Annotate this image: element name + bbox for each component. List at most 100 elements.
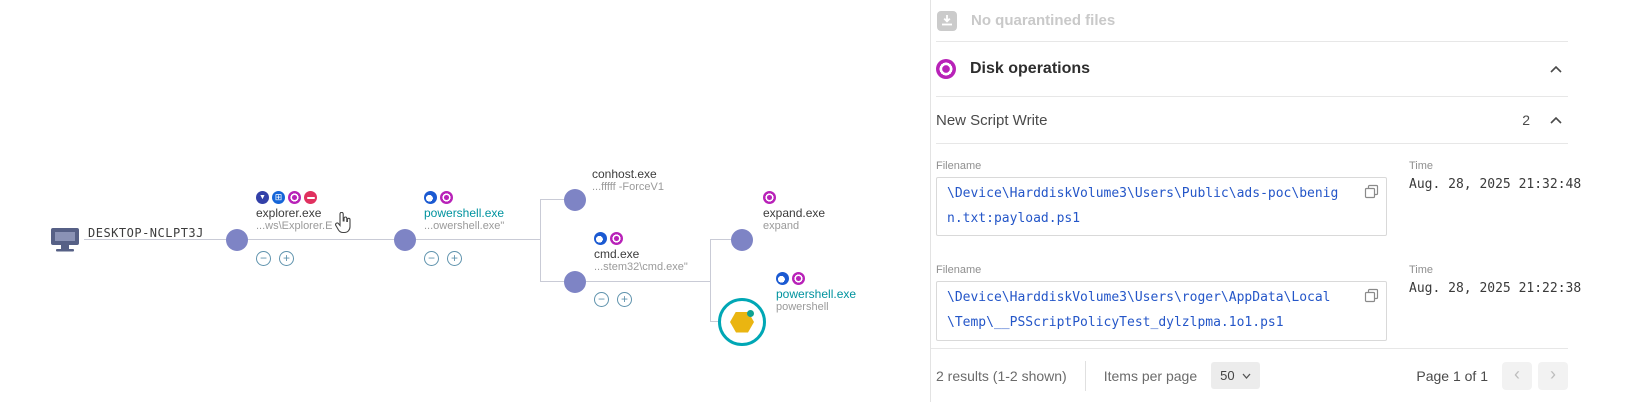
results-info-group: 2 results (1-2 shown) Items per page 50 <box>936 360 1260 391</box>
time-label: Time <box>1409 160 1434 172</box>
powershell-child-badges <box>776 272 805 285</box>
results-count: 2 results (1-2 shown) <box>936 367 1067 384</box>
process-path: ...ws\Explorer.E <box>256 220 333 232</box>
filename-box: \Device\HarddiskVolume3\Users\roger\AppD… <box>936 281 1387 341</box>
copy-button[interactable] <box>1362 286 1381 308</box>
process-node-powershell-parent[interactable] <box>394 229 416 251</box>
disk-operations-badge-icon[interactable] <box>440 191 453 204</box>
time-value: Aug. 28, 2025 21:32:48 <box>1409 177 1582 192</box>
process-path: ...stem32\cmd.exe" <box>594 261 688 273</box>
malop-hexagon-icon <box>730 311 754 333</box>
expand-button[interactable]: + <box>447 251 462 266</box>
page-buttons: ‹ › <box>1502 361 1568 390</box>
copy-button[interactable] <box>1362 182 1381 204</box>
network-badge-icon[interactable] <box>424 191 437 204</box>
process-title: powershell.exe <box>424 206 505 220</box>
chevron-up-icon <box>1550 65 1562 73</box>
process-node-explorer[interactable] <box>226 229 248 251</box>
disk-operations-badge-icon[interactable] <box>610 232 623 245</box>
filename-column: Filename \Device\HarddiskVolume3\Users\r… <box>936 264 1387 341</box>
cursor-pointer <box>335 212 351 234</box>
details-panel: No quarantined files Disk operations New… <box>930 0 1631 402</box>
footer-divider <box>1084 360 1086 391</box>
table-row: Filename \Device\HarddiskVolume3\Users\P… <box>936 160 1581 237</box>
cmd-badges <box>594 232 623 245</box>
quarantine-label: No quarantined files <box>971 12 1116 29</box>
process-node-expand[interactable] <box>731 229 753 251</box>
process-node-conhost[interactable] <box>564 189 586 211</box>
explorer-badges: ▼ ⊞ <box>256 191 317 204</box>
process-tree: DESKTOP-NCLPT3J ▼ ⊞ explorer.exe ...ws\E… <box>48 167 857 346</box>
section-title: New Script Write <box>936 111 1048 129</box>
network-badge-icon[interactable] <box>594 232 607 245</box>
copy-icon <box>1364 184 1379 199</box>
filename-column: Filename \Device\HarddiskVolume3\Users\P… <box>936 160 1387 237</box>
filename-value[interactable]: \Device\HarddiskVolume3\Users\Public\ads… <box>947 186 1339 226</box>
connector-line <box>710 239 731 240</box>
filename-label: Filename <box>936 160 982 172</box>
powershell-badges <box>424 191 453 204</box>
connector-line <box>586 281 710 282</box>
process-title: cmd.exe <box>594 247 640 261</box>
process-title: powershell.exe <box>776 287 857 301</box>
filename-label: Filename <box>936 264 982 277</box>
disk-operations-collapse-button[interactable] <box>1544 62 1568 77</box>
machine-icon[interactable] <box>48 226 82 254</box>
connector-line <box>710 321 719 322</box>
time-column: Time Aug. 28, 2025 21:32:48 <box>1409 160 1581 236</box>
process-title: explorer.exe <box>256 206 322 220</box>
script-write-rows: Filename \Device\HarddiskVolume3\Users\P… <box>936 160 1581 341</box>
process-path: expand <box>763 220 800 232</box>
network-badge-icon[interactable] <box>776 272 789 285</box>
chevron-up-icon <box>1550 116 1562 124</box>
filename-box: \Device\HarddiskVolume3\Users\Public\ads… <box>936 177 1387 237</box>
process-node-powershell-selected[interactable] <box>718 298 766 346</box>
connector-line <box>84 239 226 240</box>
connector-line <box>540 199 564 200</box>
process-title: expand.exe <box>763 206 826 220</box>
connector-line <box>540 199 541 282</box>
quarantine-icon <box>937 10 957 31</box>
process-path: ...owershell.exe" <box>424 220 505 232</box>
collapse-button[interactable]: − <box>594 292 609 307</box>
new-script-write-header[interactable]: New Script Write 2 <box>936 97 1568 144</box>
page-nav-group: Page 1 of 1 ‹ › <box>1416 361 1568 390</box>
disk-operations-title: Disk operations <box>970 60 1091 77</box>
time-value: Aug. 28, 2025 21:22:38 <box>1409 281 1582 297</box>
next-page-button[interactable]: › <box>1538 361 1568 390</box>
items-per-page-value: 50 <box>1220 368 1235 383</box>
expand-badges <box>763 191 776 204</box>
section-collapse-button[interactable] <box>1544 113 1568 128</box>
disk-operations-badge-icon[interactable] <box>763 191 776 204</box>
blocked-badge-icon[interactable] <box>304 191 317 204</box>
connector-line <box>710 239 711 322</box>
time-column: Time Aug. 28, 2025 21:22:38 <box>1409 264 1581 340</box>
process-title: conhost.exe <box>592 167 657 181</box>
detection-badge-icon[interactable]: ▼ <box>256 191 269 204</box>
quarantine-section: No quarantined files <box>936 0 1568 42</box>
previous-page-button[interactable]: ‹ <box>1502 361 1532 390</box>
copy-icon <box>1364 289 1379 303</box>
disk-operations-header[interactable]: Disk operations <box>936 42 1568 97</box>
collapse-button[interactable]: − <box>256 251 271 266</box>
collapse-button[interactable]: − <box>424 251 439 266</box>
section-count: 2 <box>1522 112 1530 128</box>
connector-line <box>248 239 394 240</box>
disk-operations-icon <box>936 59 956 79</box>
table-row: Filename \Device\HarddiskVolume3\Users\r… <box>936 264 1581 341</box>
connector-line <box>540 281 564 282</box>
time-label: Time <box>1409 264 1434 277</box>
window-event-badge-icon[interactable]: ⊞ <box>272 191 285 204</box>
machine-name: DESKTOP-NCLPT3J <box>88 226 204 240</box>
items-per-page-select[interactable]: 50 <box>1211 362 1260 389</box>
connector-line <box>416 239 540 240</box>
process-node-cmd[interactable] <box>564 271 586 293</box>
expand-button[interactable]: + <box>617 292 632 307</box>
filename-value[interactable]: \Device\HarddiskVolume3\Users\roger\AppD… <box>947 290 1331 331</box>
pagination-footer: 2 results (1-2 shown) Items per page 50 … <box>931 348 1568 402</box>
chevron-down-icon <box>1242 373 1251 379</box>
disk-operations-badge-icon[interactable] <box>288 191 301 204</box>
expand-button[interactable]: + <box>279 251 294 266</box>
disk-operations-badge-icon[interactable] <box>792 272 805 285</box>
process-path: powershell <box>776 301 829 313</box>
